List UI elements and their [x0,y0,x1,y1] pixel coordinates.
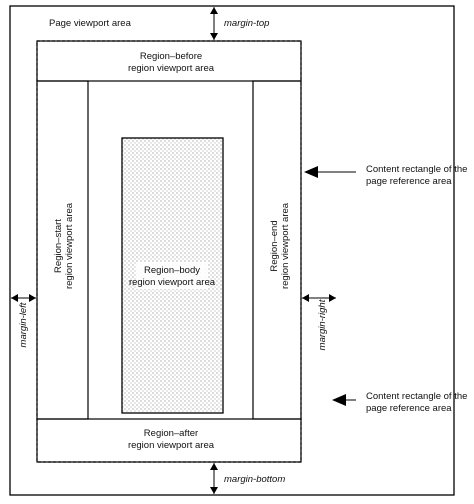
margin-left-arrow-right [29,294,36,302]
region-start-box [36,80,89,420]
callout-top-label-line2: page reference area [366,176,452,187]
region-after-box [36,418,302,463]
margin-right-label: margin-right [317,299,328,350]
margin-left-arrow-left [11,294,18,302]
callout-top-label-line1: Content rectangle of the [366,164,467,175]
region-body-label-line1: Region–body [144,265,200,276]
margin-right-arrow-left [302,294,309,302]
margin-bottom-label: margin-bottom [224,474,285,485]
region-before-box [36,40,302,82]
margin-top-arrow-up [210,7,218,14]
callout-bottom-arrowhead [332,394,346,406]
page-viewport-label: Page viewport area [49,18,132,29]
margin-bottom-arrow-down [210,487,218,494]
margin-top-label: margin-top [224,18,269,29]
margin-right-arrow-right [329,294,336,302]
region-end-label-line2: region viewport area [280,202,291,289]
margin-top-arrow-down [210,33,218,40]
region-body-label-bg [136,262,208,289]
region-end-label-line1: Region–end [269,220,280,271]
region-before-label-line1: Region–before [140,51,202,62]
region-end-box [252,80,302,420]
page-viewport-border [9,5,455,496]
region-start-label-line2: region viewport area [64,202,75,289]
callout-bottom-label-line2: page reference area [366,403,452,414]
callout-top-arrowhead [304,166,318,178]
region-before-label-line2: region viewport area [128,63,215,74]
callout-bottom-label-line1: Content rectangle of the [366,391,467,402]
region-after-label-line1: Region–after [144,428,198,439]
region-start-label-line1: Region–start [53,219,64,273]
region-body-label-line2: region viewport area [129,277,216,288]
margin-bottom-arrow-up [210,463,218,470]
region-after-label-line2: region viewport area [128,440,215,451]
margin-left-label: margin-left [18,302,29,347]
